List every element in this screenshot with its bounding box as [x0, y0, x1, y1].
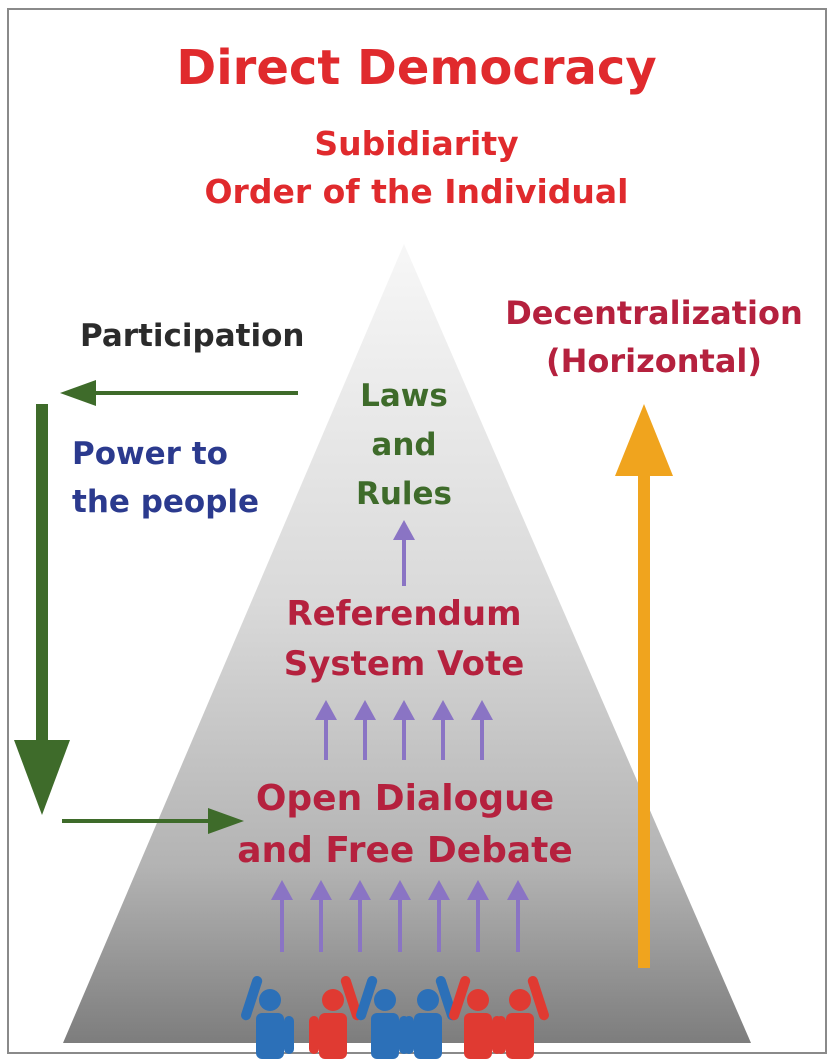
- decentralization-line2: (Horizontal): [545, 342, 762, 380]
- person-red-icon: [309, 975, 362, 1059]
- pyramid-shape: [63, 244, 751, 1043]
- right-arrow-icon: [62, 808, 244, 834]
- subtitle-line2: Order of the Individual: [204, 172, 629, 211]
- arrow-up-icon: [271, 880, 293, 952]
- arrow-up-icon: [354, 700, 376, 760]
- purple-arrows: [271, 520, 529, 952]
- subtitle-line1: Subidiarity: [314, 124, 519, 163]
- arrow-up-icon: [393, 700, 415, 760]
- arrow-up-icon: [432, 700, 454, 760]
- down-arrow-icon: [14, 404, 70, 815]
- people-group: [241, 975, 549, 1059]
- arrow-up-icon: [349, 880, 371, 952]
- laws-line3: Rules: [355, 476, 453, 512]
- power-label-line2: the people: [72, 484, 260, 520]
- referendum-line1: Referendum: [286, 594, 522, 634]
- dialogue-line1: Open Dialogue: [255, 778, 555, 819]
- arrow-up-icon: [315, 700, 337, 760]
- left-arrow-icon: [60, 380, 298, 406]
- arrow-up-icon: [507, 880, 529, 952]
- person-blue-icon: [241, 975, 294, 1059]
- page-title: Direct Democracy: [176, 40, 657, 96]
- arrow-up-icon: [389, 880, 411, 952]
- decentralization-line1: Decentralization: [505, 294, 803, 332]
- power-label-line1: Power to: [72, 436, 228, 472]
- person-red-icon: [449, 975, 502, 1059]
- arrow-up-icon: [310, 880, 332, 952]
- laws-line2: and: [371, 427, 437, 463]
- laws-line1: Laws: [360, 378, 448, 414]
- person-red-icon: [496, 975, 549, 1059]
- up-arrow-icon: [615, 404, 673, 968]
- arrow-up-icon: [428, 880, 450, 952]
- dialogue-line2: and Free Debate: [237, 830, 573, 871]
- arrow-up-icon: [471, 700, 493, 760]
- participation-label: Participation: [80, 318, 305, 354]
- referendum-line2: System Vote: [283, 644, 525, 684]
- arrow-up-icon: [467, 880, 489, 952]
- arrow-up-icon: [393, 520, 415, 586]
